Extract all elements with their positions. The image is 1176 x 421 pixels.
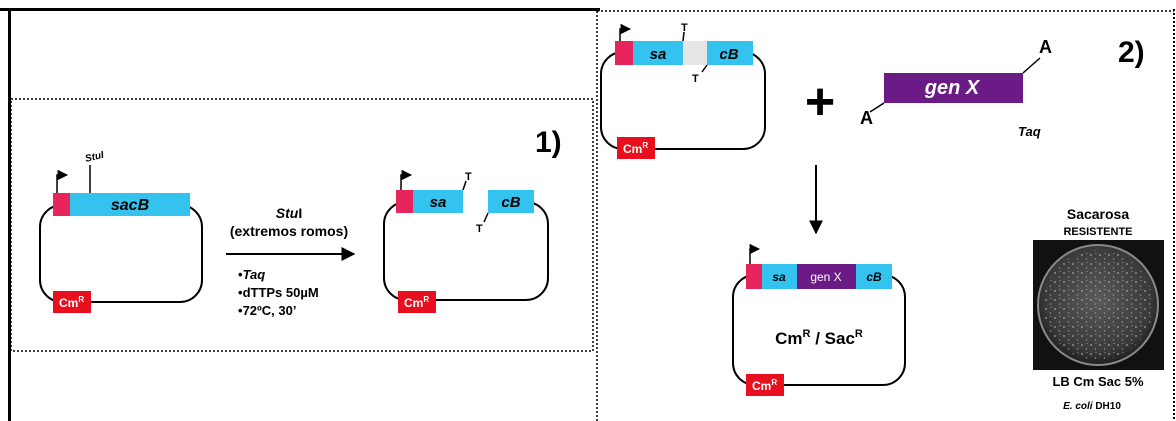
step-dttps: •dTTPs 50µM — [238, 285, 319, 300]
t-vector-backbone — [600, 51, 766, 150]
cb-fragment-label: cB — [501, 194, 520, 211]
promoter-arrow-icon — [56, 169, 69, 193]
step-taq: •Taq — [238, 267, 265, 282]
cmr-marker-block — [746, 374, 784, 396]
t-overhang-bottom: T — [476, 223, 483, 235]
sa-fragment-label: sa — [772, 270, 786, 284]
cut-gap — [463, 195, 488, 215]
cb-fragment-block — [488, 190, 534, 213]
gen-x-label: gen X — [810, 270, 841, 284]
t-overhang-bottom: T — [692, 73, 699, 85]
t-vector-plasmid: sa cB T T CmR — [600, 22, 766, 159]
plasmid-start-backbone — [39, 204, 203, 303]
sacb-gene-block — [70, 193, 190, 216]
promoter-arrow-icon — [400, 169, 413, 190]
sa-fragment-block — [633, 41, 683, 65]
promoter-arrow-icon — [749, 243, 761, 264]
a-overhang-left: A — [860, 108, 873, 128]
promoter-block — [53, 193, 70, 216]
promoter-block — [746, 264, 762, 289]
sa-fragment-label: sa — [650, 46, 667, 63]
reaction-step: StuI (extremos romos) •Taq •dTTPs 50µM •… — [226, 205, 356, 318]
t-overhang-top-line — [682, 31, 685, 42]
panel-1: 1) sacB StuI CmR StuI (extremos romos) •… — [10, 98, 594, 352]
cb-fragment-block — [707, 41, 753, 65]
t-overhang-top-line — [462, 180, 467, 191]
cmr-marker-label: CmR — [752, 378, 777, 393]
taq-label: Taq — [1018, 124, 1041, 139]
sacb-gene-label: sacB — [111, 197, 149, 214]
plasmid-cut-backbone — [383, 201, 549, 301]
cb-fragment-block — [856, 264, 892, 289]
stui-site-label: StuI — [84, 150, 105, 165]
gen-x-label: gen X — [924, 77, 981, 99]
cmr-marker-label: CmR — [404, 295, 429, 310]
t-overhang-top: T — [465, 171, 472, 183]
plate-title: Sacarosa — [1067, 206, 1129, 222]
enzyme-label: StuI — [276, 205, 302, 221]
cmr-marker-block — [398, 291, 436, 313]
plate-caption: LB Cm Sac 5% — [1052, 374, 1143, 389]
gen-x-block — [797, 264, 856, 289]
promoter-block — [396, 190, 413, 213]
promoter-arrow-icon — [619, 23, 632, 41]
gen-x-insert: gen X A A Taq — [860, 37, 1052, 139]
plus-sign: + — [805, 73, 835, 131]
cmr-marker-block — [617, 137, 655, 159]
sa-fragment-label: sa — [430, 194, 447, 211]
gap-block — [683, 41, 707, 65]
cmr-marker-block — [53, 291, 91, 313]
cmr-marker-label: CmR — [59, 295, 84, 310]
a-overhang-right-line — [1022, 57, 1041, 74]
product-plasmid: sa gen X cB CmR / SacR CmR — [732, 243, 906, 396]
panel-2-number: 2) — [1118, 36, 1145, 69]
panel-2: 2) sa cB T T CmR + gen X A A — [596, 10, 1174, 421]
phenotype-label: CmR / SacR — [775, 328, 863, 348]
a-overhang-right: A — [1039, 37, 1052, 57]
sa-fragment-block — [413, 190, 463, 213]
promoter-block — [615, 41, 633, 65]
sucrose-plate: Sacarosa RESISTENTE LB Cm Sac 5% E. coli… — [1033, 206, 1164, 412]
plate-subtitle: RESISTENTE — [1063, 226, 1132, 238]
panel-1-number: 1) — [535, 126, 562, 159]
t-overhang-bottom-line — [483, 212, 489, 223]
blunt-ends-label: (extremos romos) — [230, 223, 348, 239]
a-overhang-left-line — [869, 102, 885, 113]
t-overhang-top: T — [681, 22, 688, 34]
gen-x-block — [884, 73, 1023, 103]
plasmid-cut: sa cB T T CmR — [383, 169, 549, 313]
cb-fragment-label: cB — [866, 270, 882, 284]
step-temperature: •72ºC, 30’ — [238, 303, 296, 318]
cmr-marker-label: CmR — [623, 141, 648, 156]
panel-1-border — [10, 98, 594, 352]
colony-lawn — [1043, 250, 1153, 360]
plasmid-start: sacB StuI CmR — [39, 150, 203, 313]
t-overhang-bottom-line — [701, 64, 708, 73]
cb-fragment-label: cB — [719, 46, 738, 63]
sa-fragment-block — [762, 264, 797, 289]
strain-label: E. coli DH10 — [1063, 401, 1121, 412]
